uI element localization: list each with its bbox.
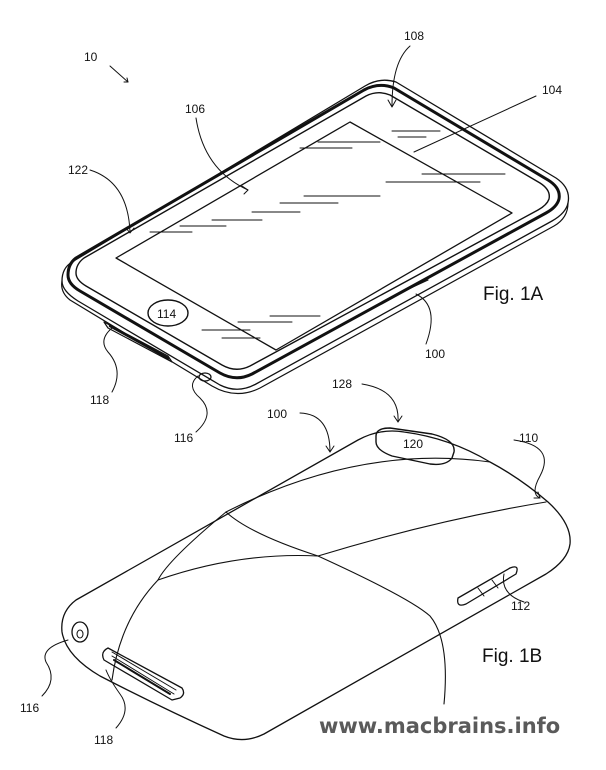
label-116-front: 116	[174, 431, 193, 445]
fig-1b-leaders	[41, 383, 545, 729]
watermark-text: www.macbrains.info	[319, 714, 560, 738]
label-128: 128	[332, 377, 352, 391]
screen-reflections	[149, 130, 506, 339]
label-100-back: 100	[267, 407, 287, 421]
front-dock-connector	[103, 321, 173, 363]
front-side-switch	[401, 279, 429, 293]
back-section-line-middle	[317, 501, 547, 557]
label-118-back: 118	[94, 733, 113, 747]
back-section-line-upper	[225, 511, 319, 557]
label-118-front: 118	[90, 393, 109, 407]
label-108: 108	[404, 29, 424, 43]
front-bezel-inner	[75, 92, 550, 370]
figure-caption-1a: Fig. 1A	[483, 284, 544, 305]
home-button	[147, 299, 189, 327]
back-dock-connector	[102, 647, 185, 701]
label-104: 104	[542, 83, 562, 97]
side-buttons	[457, 566, 518, 606]
back-housing-outline	[61, 430, 571, 741]
back-section-line-bottom	[317, 555, 446, 705]
back-lower-curve	[111, 511, 227, 681]
label-112: 112	[511, 599, 530, 613]
back-section-line-lower	[157, 554, 319, 581]
fig-1a-leaders	[89, 45, 537, 433]
back-view-device	[61, 427, 571, 741]
label-106: 106	[185, 102, 205, 116]
back-section-line-top	[225, 457, 491, 513]
front-headphone-jack	[198, 372, 212, 382]
camera-window	[375, 427, 455, 466]
label-114: 114	[157, 307, 176, 321]
front-side-thickness	[61, 202, 569, 395]
label-122: 122	[68, 163, 88, 177]
display-screen	[115, 121, 513, 351]
label-120: 120	[403, 437, 423, 451]
front-view-device	[61, 79, 570, 395]
figure-caption-1b: Fig. 1B	[482, 646, 542, 667]
label-110: 110	[519, 431, 538, 445]
back-headphone-jack	[71, 621, 89, 643]
front-bezel-outer	[66, 83, 561, 380]
label-10: 10	[84, 50, 98, 64]
label-100-front: 100	[425, 347, 445, 361]
label-116-back: 116	[20, 701, 39, 715]
